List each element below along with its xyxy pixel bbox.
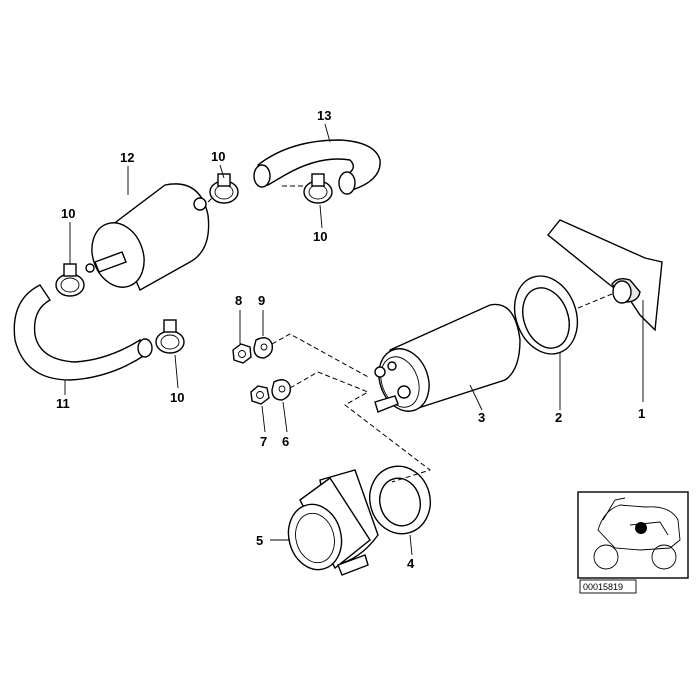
callout-10-lower: 10 <box>170 390 184 405</box>
diagram-ref-number: 00015819 <box>583 582 623 592</box>
part-12-fuel-filter <box>85 183 210 291</box>
callout-8: 8 <box>235 293 242 308</box>
part-9-washer <box>253 337 274 359</box>
part-8-nut <box>232 343 252 364</box>
part-6-washer <box>271 379 292 401</box>
callout-11: 11 <box>56 396 70 411</box>
callout-7: 7 <box>260 434 267 449</box>
callout-10-left: 10 <box>61 206 75 221</box>
leader-lines <box>64 123 644 556</box>
part-10-clamp-lower <box>155 319 185 354</box>
callout-labels: 1 2 3 4 5 6 7 8 9 10 10 10 10 11 12 13 <box>56 108 645 571</box>
part-3-fuel-pump <box>374 303 521 413</box>
part-5-strainer <box>287 469 379 576</box>
part-10-clamp-right <box>303 173 333 204</box>
motorcycle-icon <box>593 497 681 570</box>
callout-9: 9 <box>258 293 265 308</box>
callout-10-right: 10 <box>313 229 327 244</box>
part-10-clamp-left <box>55 263 85 297</box>
part-10-clamp-upper <box>209 173 239 204</box>
callout-4: 4 <box>407 556 415 571</box>
thumbnail-box: 00015819 <box>577 491 689 594</box>
callout-10-upper: 10 <box>211 149 225 164</box>
part-11-lower-hose <box>13 284 153 381</box>
callout-3: 3 <box>478 410 485 425</box>
part-1-bracket <box>547 219 663 332</box>
callout-5: 5 <box>256 533 263 548</box>
callout-1: 1 <box>638 406 645 421</box>
callout-6: 6 <box>282 434 289 449</box>
callout-2: 2 <box>555 410 562 425</box>
callout-13: 13 <box>317 108 331 123</box>
part-4-seal <box>369 465 431 535</box>
callout-12: 12 <box>120 150 134 165</box>
part-13-upper-hose <box>253 139 381 195</box>
part-7-nut <box>250 385 270 405</box>
